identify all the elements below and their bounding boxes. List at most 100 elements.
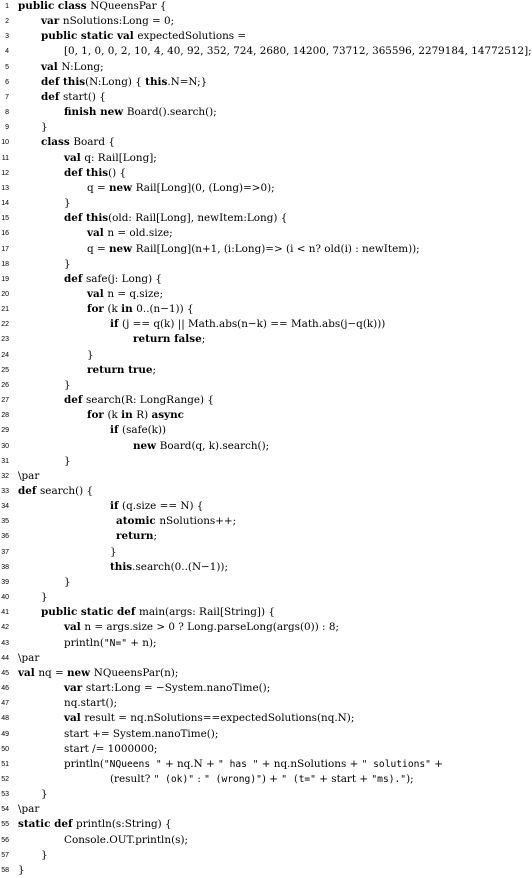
keyword-token: for [87,303,108,316]
code-text: \par [18,651,39,666]
code-token: + nq.nSolutions + [258,757,362,770]
code-token: : [194,772,205,785]
line-number: 37 [1,548,9,556]
line-number: 8 [5,109,9,117]
code-text: public static val expectedSolutions = [41,29,246,44]
code-text: } [110,545,117,560]
code-text: println("NQueens " + nq.N + " has " + nq… [64,757,443,772]
keyword-token: in [121,409,137,422]
line-number: 35 [1,518,9,526]
keyword-token: for [87,409,108,422]
keyword-token: if [110,424,123,437]
code-token: } [64,575,71,588]
keyword-token: return [116,530,154,543]
code-line: 39} [0,575,514,590]
code-line: 58} [0,863,514,878]
code-token: nq.start(); [64,697,118,710]
line-number: 41 [1,609,9,617]
keyword-token: val [64,621,85,634]
keyword-token: static def [18,818,77,831]
keyword-token: new [67,666,94,679]
line-number: 52 [1,775,9,783]
line-number: 17 [1,245,9,253]
line-number: 48 [1,715,9,723]
code-text: def safe(j: Long) { [64,272,162,287]
keyword-token: if [110,318,123,331]
line-number: 43 [1,639,9,647]
code-text: var nSolutions:Long = 0; [41,14,174,29]
code-text: def search() { [18,484,93,499]
code-token: ); [406,772,414,785]
string-literal-token: " solutions" [361,758,431,770]
code-text: return false; [133,332,205,347]
keyword-token: def [64,394,86,407]
string-literal-token: " (ok)" [153,773,195,785]
code-token: } [41,788,48,801]
line-number: 51 [1,760,9,768]
code-token: Board(q, k).search(); [159,439,270,452]
code-text: val result = nq.nSolutions==expectedSolu… [64,711,354,726]
keyword-token: this [145,75,168,88]
line-number: 24 [1,351,9,359]
code-text: } [64,257,71,272]
code-text: def this(N:Long) { this.N=N;} [41,75,207,90]
code-token: \par [18,469,40,482]
code-token: start += System.nanoTime(); [64,727,219,740]
code-token: + nq.N + [161,757,219,770]
code-token: (k [107,303,122,316]
code-token: Console.OUT.println(s); [64,833,189,846]
code-text: public class NQueensPar { [18,0,166,14]
line-number: 30 [1,442,9,450]
code-text: for (k in 0..(n−1)) { [87,302,194,317]
code-text: } [41,787,48,802]
line-number: 44 [1,654,9,662]
keyword-token: def this [41,75,86,88]
code-text: [0, 1, 0, 0, 2, 10, 4, 40, 92, 352, 724,… [64,44,532,59]
code-text: val nq = new NQueensPar(n); [18,666,178,681]
code-line: 31} [0,454,514,469]
code-text: } [64,454,71,469]
code-line: 37} [0,545,514,560]
code-text: if (q.size == N) { [110,499,203,514]
line-number: 46 [1,685,9,693]
code-line: 48 val result = nq.nSolutions==expectedSo… [0,711,514,726]
code-text: } [64,575,71,590]
keyword-token: new [108,181,136,194]
code-token: } [110,545,117,558]
code-line: 32 \par [0,469,514,484]
string-literal-token: "NQueens " [103,758,162,770]
code-token: nSolutions:Long = 0; [62,15,175,28]
code-text: } [64,378,71,393]
code-token: Board().search(); [126,106,217,119]
code-token: NQueensPar { [90,0,167,12]
code-token: } [87,348,94,361]
line-number: 38 [1,563,9,571]
code-text: } [64,196,71,211]
line-number: 26 [1,381,9,389]
code-text: val n = old.size; [87,226,173,241]
keyword-token: finish new [64,106,127,119]
code-token: } [64,454,71,467]
keyword-token: public class [18,0,91,12]
code-line: 24} [0,348,514,363]
line-number: 53 [1,791,9,799]
code-text: } [41,590,48,605]
line-number: 28 [1,412,9,420]
keyword-token: async [151,409,184,422]
code-line: 44 \par [0,651,514,666]
line-number: 32 [1,472,9,480]
code-text: for (k in R) async [87,408,184,423]
line-number: 40 [1,594,9,602]
code-text: atomic nSolutions++; [116,514,236,529]
